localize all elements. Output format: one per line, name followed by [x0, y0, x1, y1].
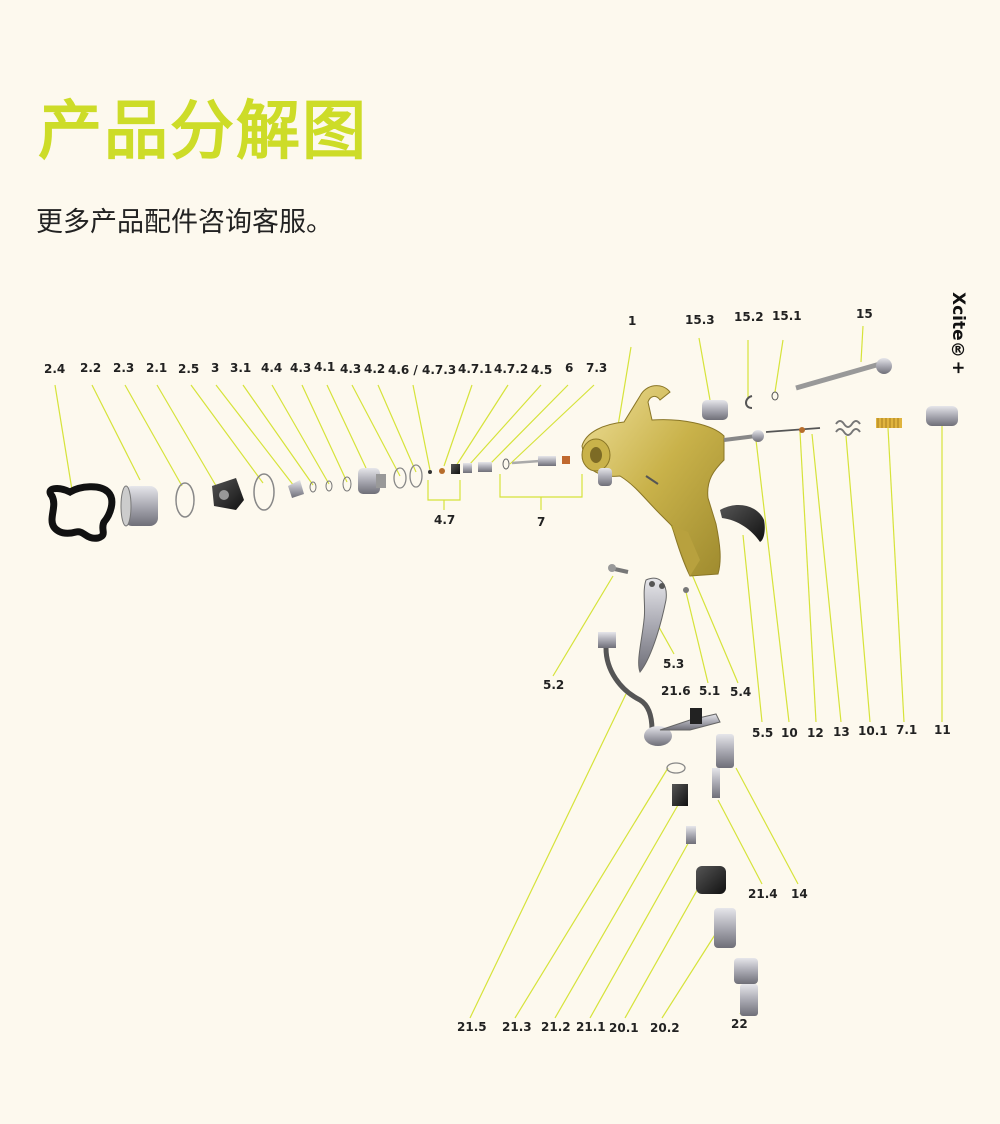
- part-air-valve-stem-15: [795, 358, 892, 391]
- part-nozzle: [288, 480, 304, 498]
- label-7-3: 7.3: [586, 361, 607, 375]
- label-14: 14: [791, 887, 808, 901]
- part-air-hose-21-5: [598, 632, 672, 746]
- label-2-1: 2.1: [146, 361, 167, 375]
- part-air-valve-15-3: [702, 400, 728, 420]
- part-screw-5-2: [608, 564, 629, 574]
- label-4-3a: 4.3: [290, 361, 311, 375]
- part-bracket-21-6: [659, 708, 721, 731]
- label-15-2: 15.2: [734, 310, 764, 324]
- part-screw-5-1: [683, 587, 689, 593]
- part-seal-4-7-1: [439, 468, 445, 474]
- label-11: 11: [934, 723, 951, 737]
- label-4-4: 4.4: [261, 361, 282, 375]
- part-o-ring-4-2b: [409, 464, 423, 488]
- part-quick-coupling-22: [734, 958, 758, 1016]
- part-insert-4-7-2: [451, 464, 460, 474]
- label-21-1: 21.1: [576, 1020, 606, 1034]
- label-6: 6: [565, 361, 573, 375]
- part-needle-12: [765, 427, 821, 433]
- part-seal-4-3: [342, 476, 352, 492]
- label-5-5: 5.5: [752, 726, 773, 740]
- part-nut-20-1: [696, 866, 726, 894]
- label-15: 15: [856, 307, 873, 321]
- label-13: 13: [833, 725, 850, 739]
- part-nozzle-body: [358, 468, 386, 494]
- part-air-cap: [212, 478, 244, 510]
- part-connector-14: [716, 734, 734, 768]
- label-1: 1: [628, 314, 636, 328]
- label-2-3: 2.3: [113, 361, 134, 375]
- part-sleeve-21-2: [672, 784, 688, 806]
- part-filter-21-1: [686, 826, 696, 844]
- label-4-1: 4.1: [314, 360, 335, 374]
- label-21-6: 21.6: [661, 684, 691, 698]
- part-retaining-ring: [120, 485, 158, 527]
- label-15-3: 15.3: [685, 313, 715, 327]
- label-4-7-2: 4.7.2: [494, 362, 528, 376]
- part-bushing-4-5: [463, 463, 472, 473]
- label-4-6: 4.6 / 4.7.3: [388, 363, 456, 377]
- label-4-3b: 4.3: [340, 362, 361, 376]
- label-5-1: 5.1: [699, 684, 720, 698]
- label-22: 22: [731, 1017, 748, 1031]
- part-o-ring-4-2a: [393, 467, 407, 489]
- part-trigger-5-5: [720, 505, 765, 542]
- label-12: 12: [807, 726, 824, 740]
- part-spring-7-1: [876, 418, 902, 428]
- brand-logo: Xcite®+: [948, 292, 968, 375]
- label-10: 10: [781, 726, 798, 740]
- label-20-1: 20.1: [609, 1021, 639, 1035]
- label-20-2: 20.2: [650, 1021, 680, 1035]
- part-adjusting-knob-11: [926, 406, 958, 426]
- label-2-5: 2.5: [178, 362, 199, 376]
- part-seal-3-1: [309, 481, 317, 493]
- label-4-7: 4.7: [434, 513, 455, 527]
- part-o-ring-7-3: [502, 458, 510, 470]
- part-needle-7: [511, 456, 570, 466]
- part-o-ring-21-3: [666, 762, 686, 774]
- label-3: 3: [211, 361, 219, 375]
- label-21-4: 21.4: [748, 887, 778, 901]
- label-21-5: 21.5: [457, 1020, 487, 1034]
- part-o-ring-2-3: [175, 482, 195, 518]
- part-seal-4-4: [325, 480, 333, 492]
- part-air-cap-ring: [46, 483, 116, 542]
- part-clip-15-2: [745, 395, 753, 409]
- label-4-5: 4.5: [531, 363, 552, 377]
- label-4-7-1: 4.7.1: [458, 362, 492, 376]
- part-o-ring-2-5: [253, 473, 275, 511]
- label-21-3: 21.3: [502, 1020, 532, 1034]
- leader-lines: [54, 325, 943, 1019]
- part-pin-21-4: [712, 768, 720, 798]
- page-title: 产品分解图: [38, 95, 368, 169]
- page-subtitle: 更多产品配件咨询客服。: [36, 207, 333, 238]
- label-5-4: 5.4: [730, 685, 751, 699]
- label-10-1: 10.1: [858, 724, 888, 738]
- label-3-1: 3.1: [230, 361, 251, 375]
- part-fitting-20-2: [714, 908, 736, 948]
- part-piston-10: [723, 430, 764, 442]
- part-seal-4-7-3: [428, 470, 432, 474]
- part-spring-10-1: [835, 420, 861, 436]
- label-2-4: 2.4: [44, 362, 65, 376]
- label-15-1: 15.1: [772, 309, 802, 323]
- part-o-ring-15-1: [771, 391, 779, 401]
- part-trigger-5-3: [638, 577, 667, 673]
- label-2-2: 2.2: [80, 361, 101, 375]
- part-labels: 1 15.3 15.2 15.1 15 2.4 2.2 2.3 2.1 2.5 …: [44, 307, 951, 1035]
- label-7-1: 7.1: [896, 723, 917, 737]
- label-7: 7: [537, 515, 545, 529]
- part-pin-5-4: [645, 475, 659, 485]
- label-5-2: 5.2: [543, 678, 564, 692]
- label-5-3: 5.3: [663, 657, 684, 671]
- label-4-2: 4.2: [364, 362, 385, 376]
- part-screw-6: [478, 462, 492, 472]
- label-21-2: 21.2: [541, 1020, 571, 1034]
